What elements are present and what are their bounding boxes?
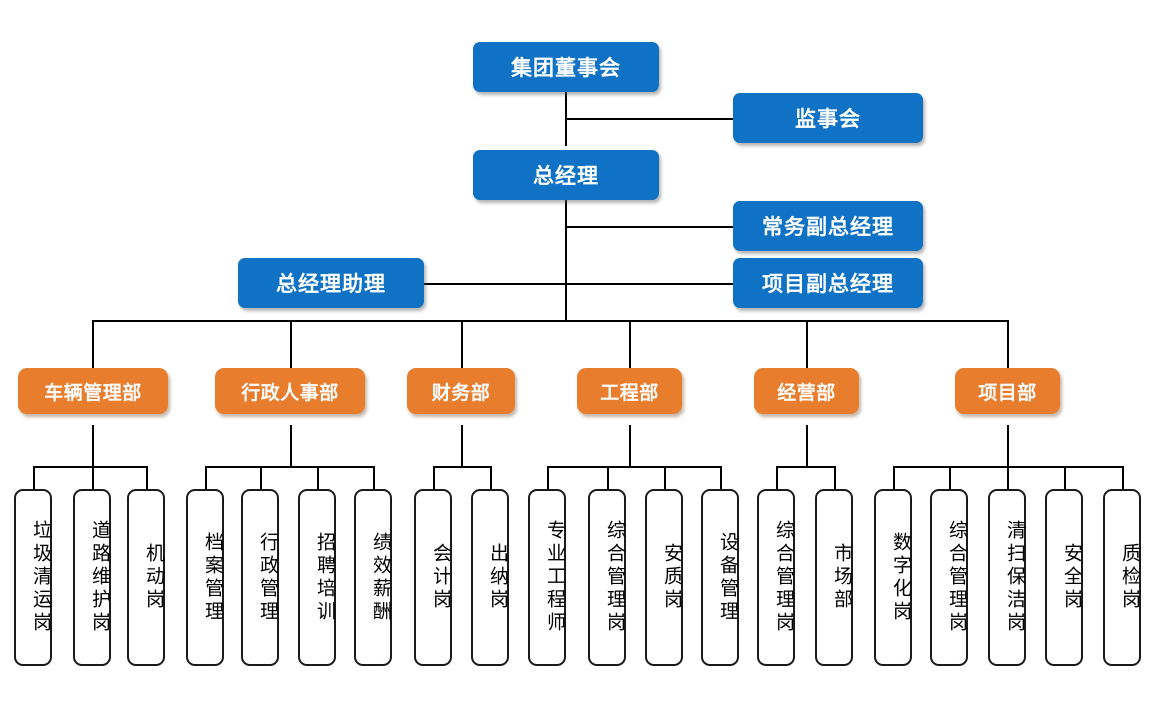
position-node[interactable]: 道路维护岗 (73, 489, 111, 666)
connector-dept4-leaf1 (834, 466, 836, 489)
connector-dept2-leaf1 (490, 466, 492, 489)
connector-dept4-bus (776, 466, 835, 468)
connector-drop-dept-2 (461, 320, 463, 368)
position-node[interactable]: 招聘培训 (298, 489, 336, 666)
connector-dept1-leaf1 (260, 466, 262, 489)
connector-gm-down (565, 199, 567, 321)
connector-department-bus (92, 320, 1008, 322)
connector-dept3-leaf0 (547, 466, 549, 489)
position-node[interactable]: 会计岗 (414, 489, 452, 666)
node-supervisory-board[interactable]: 监事会 (733, 93, 923, 143)
connector-board-to-supervisory (565, 118, 733, 120)
connector-gm-assistant (424, 283, 566, 285)
department-node-1[interactable]: 行政人事部 (215, 368, 365, 414)
position-node[interactable]: 安质岗 (645, 489, 683, 666)
connector-dept1-leaf0 (205, 466, 207, 489)
connector-dept5-leaf4 (1122, 466, 1124, 489)
connector-dept0-leaf2 (146, 466, 148, 489)
connector-dept4-leaf0 (776, 466, 778, 489)
connector-dept3-leaf3 (720, 466, 722, 489)
connector-dept0-stem (92, 425, 94, 467)
connector-dept3-leaf2 (664, 466, 666, 489)
connector-dept1-bus (205, 466, 374, 468)
connector-dept5-leaf0 (893, 466, 895, 489)
node-gm-assistant[interactable]: 总经理助理 (238, 258, 424, 308)
connector-dept2-leaf0 (433, 466, 435, 489)
connector-dept5-leaf2 (1007, 466, 1009, 489)
department-node-4[interactable]: 经营部 (754, 368, 859, 414)
connector-dept1-leaf3 (373, 466, 375, 489)
connector-dept1-leaf2 (317, 466, 319, 489)
position-node[interactable]: 档案管理 (186, 489, 224, 666)
position-node[interactable]: 综合管理岗 (588, 489, 626, 666)
connector-dept0-bus (33, 466, 147, 468)
connector-dept5-leaf3 (1064, 466, 1066, 489)
connector-dept3-leaf1 (607, 466, 609, 489)
connector-dept4-stem (806, 425, 808, 467)
connector-drop-dept-5 (1007, 320, 1009, 368)
position-node[interactable]: 专业工程师 (528, 489, 566, 666)
node-executive-deputy-gm[interactable]: 常务副总经理 (733, 201, 923, 251)
department-node-3[interactable]: 工程部 (577, 368, 682, 414)
node-general-manager[interactable]: 总经理 (473, 150, 659, 200)
connector-drop-dept-4 (806, 320, 808, 368)
position-node[interactable]: 出纳岗 (471, 489, 509, 666)
position-node[interactable]: 机动岗 (127, 489, 165, 666)
connector-drop-dept-3 (629, 320, 631, 368)
position-node[interactable]: 质检岗 (1103, 489, 1141, 666)
connector-dept3-stem (629, 425, 631, 467)
connector-drop-dept-0 (92, 320, 94, 368)
connector-gm-to-project-deputy (565, 283, 733, 285)
position-node[interactable]: 综合管理岗 (757, 489, 795, 666)
position-node[interactable]: 行政管理 (241, 489, 279, 666)
connector-dept0-leaf0 (33, 466, 35, 489)
position-node[interactable]: 垃圾清运岗 (14, 489, 52, 666)
position-node[interactable]: 安全岗 (1045, 489, 1083, 666)
connector-drop-dept-1 (290, 320, 292, 368)
position-node[interactable]: 数字化岗 (874, 489, 912, 666)
connector-dept1-stem (290, 425, 292, 467)
department-node-2[interactable]: 财务部 (407, 368, 515, 414)
node-project-deputy-gm[interactable]: 项目副总经理 (733, 258, 923, 308)
connector-gm-to-executive-deputy (565, 226, 733, 228)
position-node[interactable]: 绩效薪酬 (354, 489, 392, 666)
connector-dept5-leaf1 (949, 466, 951, 489)
position-node[interactable]: 市场部 (815, 489, 853, 666)
connector-dept2-stem (461, 425, 463, 467)
node-board[interactable]: 集团董事会 (473, 42, 659, 92)
connector-dept5-stem (1007, 425, 1009, 467)
department-node-5[interactable]: 项目部 (955, 368, 1060, 414)
position-node[interactable]: 清扫保洁岗 (988, 489, 1026, 666)
position-node[interactable]: 设备管理 (701, 489, 739, 666)
position-node[interactable]: 综合管理岗 (930, 489, 968, 666)
connector-dept0-leaf1 (92, 466, 94, 489)
connector-dept2-bus (433, 466, 491, 468)
connector-dept3-bus (547, 466, 721, 468)
department-node-0[interactable]: 车辆管理部 (18, 368, 168, 414)
